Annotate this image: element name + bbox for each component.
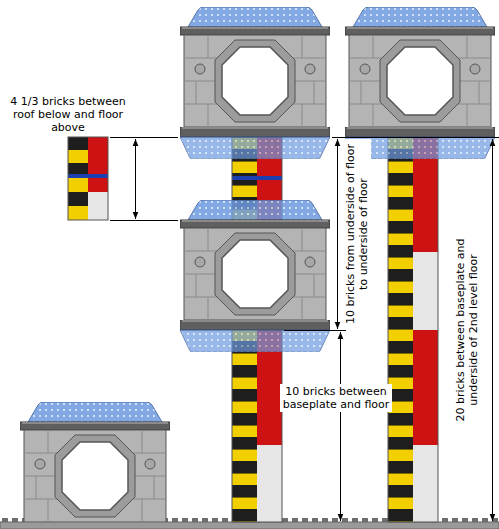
floor-section [180, 124, 330, 159]
dimension-lines [110, 138, 499, 522]
tunnel-section [180, 7, 330, 127]
brick-stack [68, 137, 108, 220]
dimension-label: 20 bricks between baseplate and undersid… [453, 215, 481, 445]
tunnel-section [20, 402, 170, 522]
tunnel-section [345, 7, 495, 127]
tunnel-section [180, 200, 330, 320]
pillar [388, 137, 438, 522]
floor-section [180, 317, 330, 352]
dimension-label: 10 bricks between baseplate and floor [280, 384, 392, 412]
dimension-label: 10 bricks from underside of floor to und… [343, 139, 371, 329]
dimension-label: 4 1/3 bricks between roof below and floo… [4, 94, 132, 135]
